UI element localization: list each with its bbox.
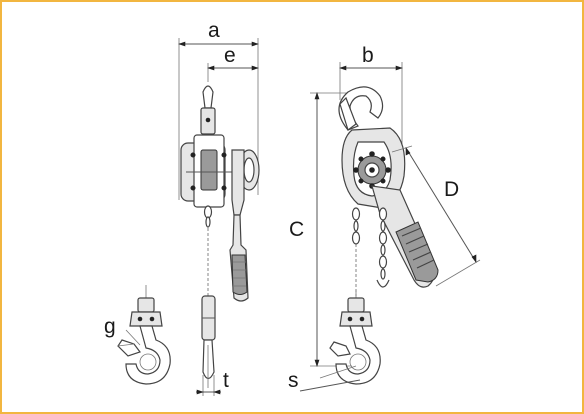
dimension-e [207, 63, 259, 82]
label-b: b [362, 44, 374, 67]
label-t: t [223, 369, 229, 392]
front-view-hoist: a e [178, 19, 260, 396]
label-a: a [208, 19, 220, 42]
bottom-hook-detail [117, 285, 171, 385]
label-g: g [104, 315, 116, 338]
top-hook-front [202, 85, 214, 109]
front-load-chain [203, 205, 213, 296]
side-lever-grip [395, 221, 439, 283]
side-load-chain [351, 207, 361, 296]
label-D: D [444, 178, 459, 201]
dimension-t [196, 375, 221, 396]
detail-hook-body [125, 325, 171, 385]
side-gear [353, 151, 391, 189]
label-C: C [289, 218, 304, 241]
label-e: e [224, 44, 236, 67]
dimension-D [391, 145, 481, 287]
dimension-s [299, 365, 361, 392]
side-slack-chain [376, 207, 390, 288]
dimension-b [339, 62, 403, 148]
label-s: s [288, 369, 299, 392]
side-bottom-hook [335, 325, 381, 385]
side-view-hoist: b C [288, 44, 481, 392]
